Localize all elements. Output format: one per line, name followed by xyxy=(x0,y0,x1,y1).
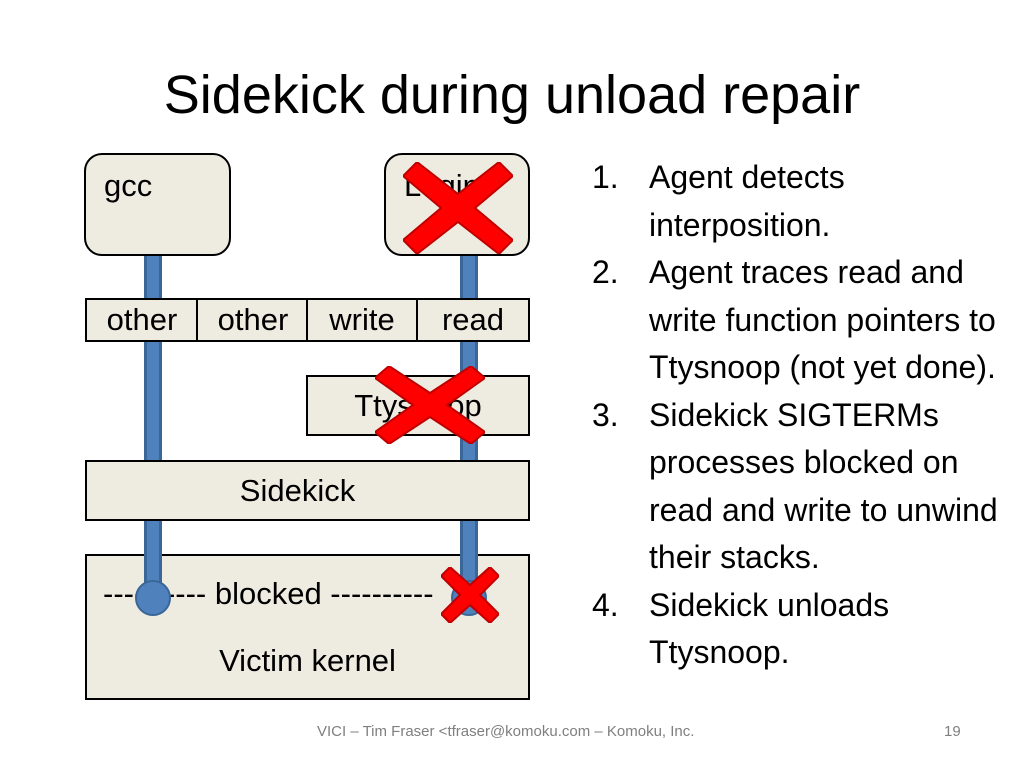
syscall-other-1: other xyxy=(106,302,178,337)
syscall-divider xyxy=(196,298,198,342)
step-text: Agent traces read and write function poi… xyxy=(649,254,996,385)
step-text: Sidekick SIGTERMs processes blocked on r… xyxy=(649,396,998,576)
steps-list: 1. Agent detects interposition. 2. Agent t… xyxy=(592,154,1012,677)
x-mark-icon xyxy=(375,366,485,444)
footer-text: VICI – Tim Fraser <tfraser@komoku.com – … xyxy=(317,723,695,740)
sidekick-box xyxy=(85,460,530,521)
step-text: Sidekick unloads Ttysnoop. xyxy=(649,586,890,671)
x-mark-icon xyxy=(403,162,513,254)
sidekick-label: Sidekick xyxy=(239,473,356,508)
syscall-write: write xyxy=(329,302,395,337)
step-item: 4. Sidekick unloads Ttysnoop. xyxy=(592,582,1012,677)
slide-title: Sidekick during unload repair xyxy=(163,65,861,125)
step-text: Agent detects interposition. xyxy=(649,159,845,243)
x-mark-icon xyxy=(441,567,499,623)
syscall-other-2: other xyxy=(217,302,289,337)
step-number: 4. xyxy=(592,586,619,623)
gcc-label: gcc xyxy=(104,168,153,203)
gcc-blocked-dot xyxy=(135,580,171,616)
syscall-divider xyxy=(416,298,418,342)
syscall-divider xyxy=(306,298,308,342)
step-item: 1. Agent detects interposition. xyxy=(592,154,1012,249)
page-number: 19 xyxy=(944,723,961,740)
gcc-process-box xyxy=(84,153,231,256)
victim-kernel-label: Victim kernel xyxy=(219,643,396,678)
step-number: 2. xyxy=(592,254,619,290)
step-item: 3. Sidekick SIGTERMs processes blocked on… xyxy=(592,392,1012,582)
step-number: 1. xyxy=(592,159,619,195)
step-number: 3. xyxy=(592,396,619,433)
step-item: 2. Agent traces read and write function p… xyxy=(592,249,1012,392)
syscall-read: read xyxy=(441,302,505,337)
